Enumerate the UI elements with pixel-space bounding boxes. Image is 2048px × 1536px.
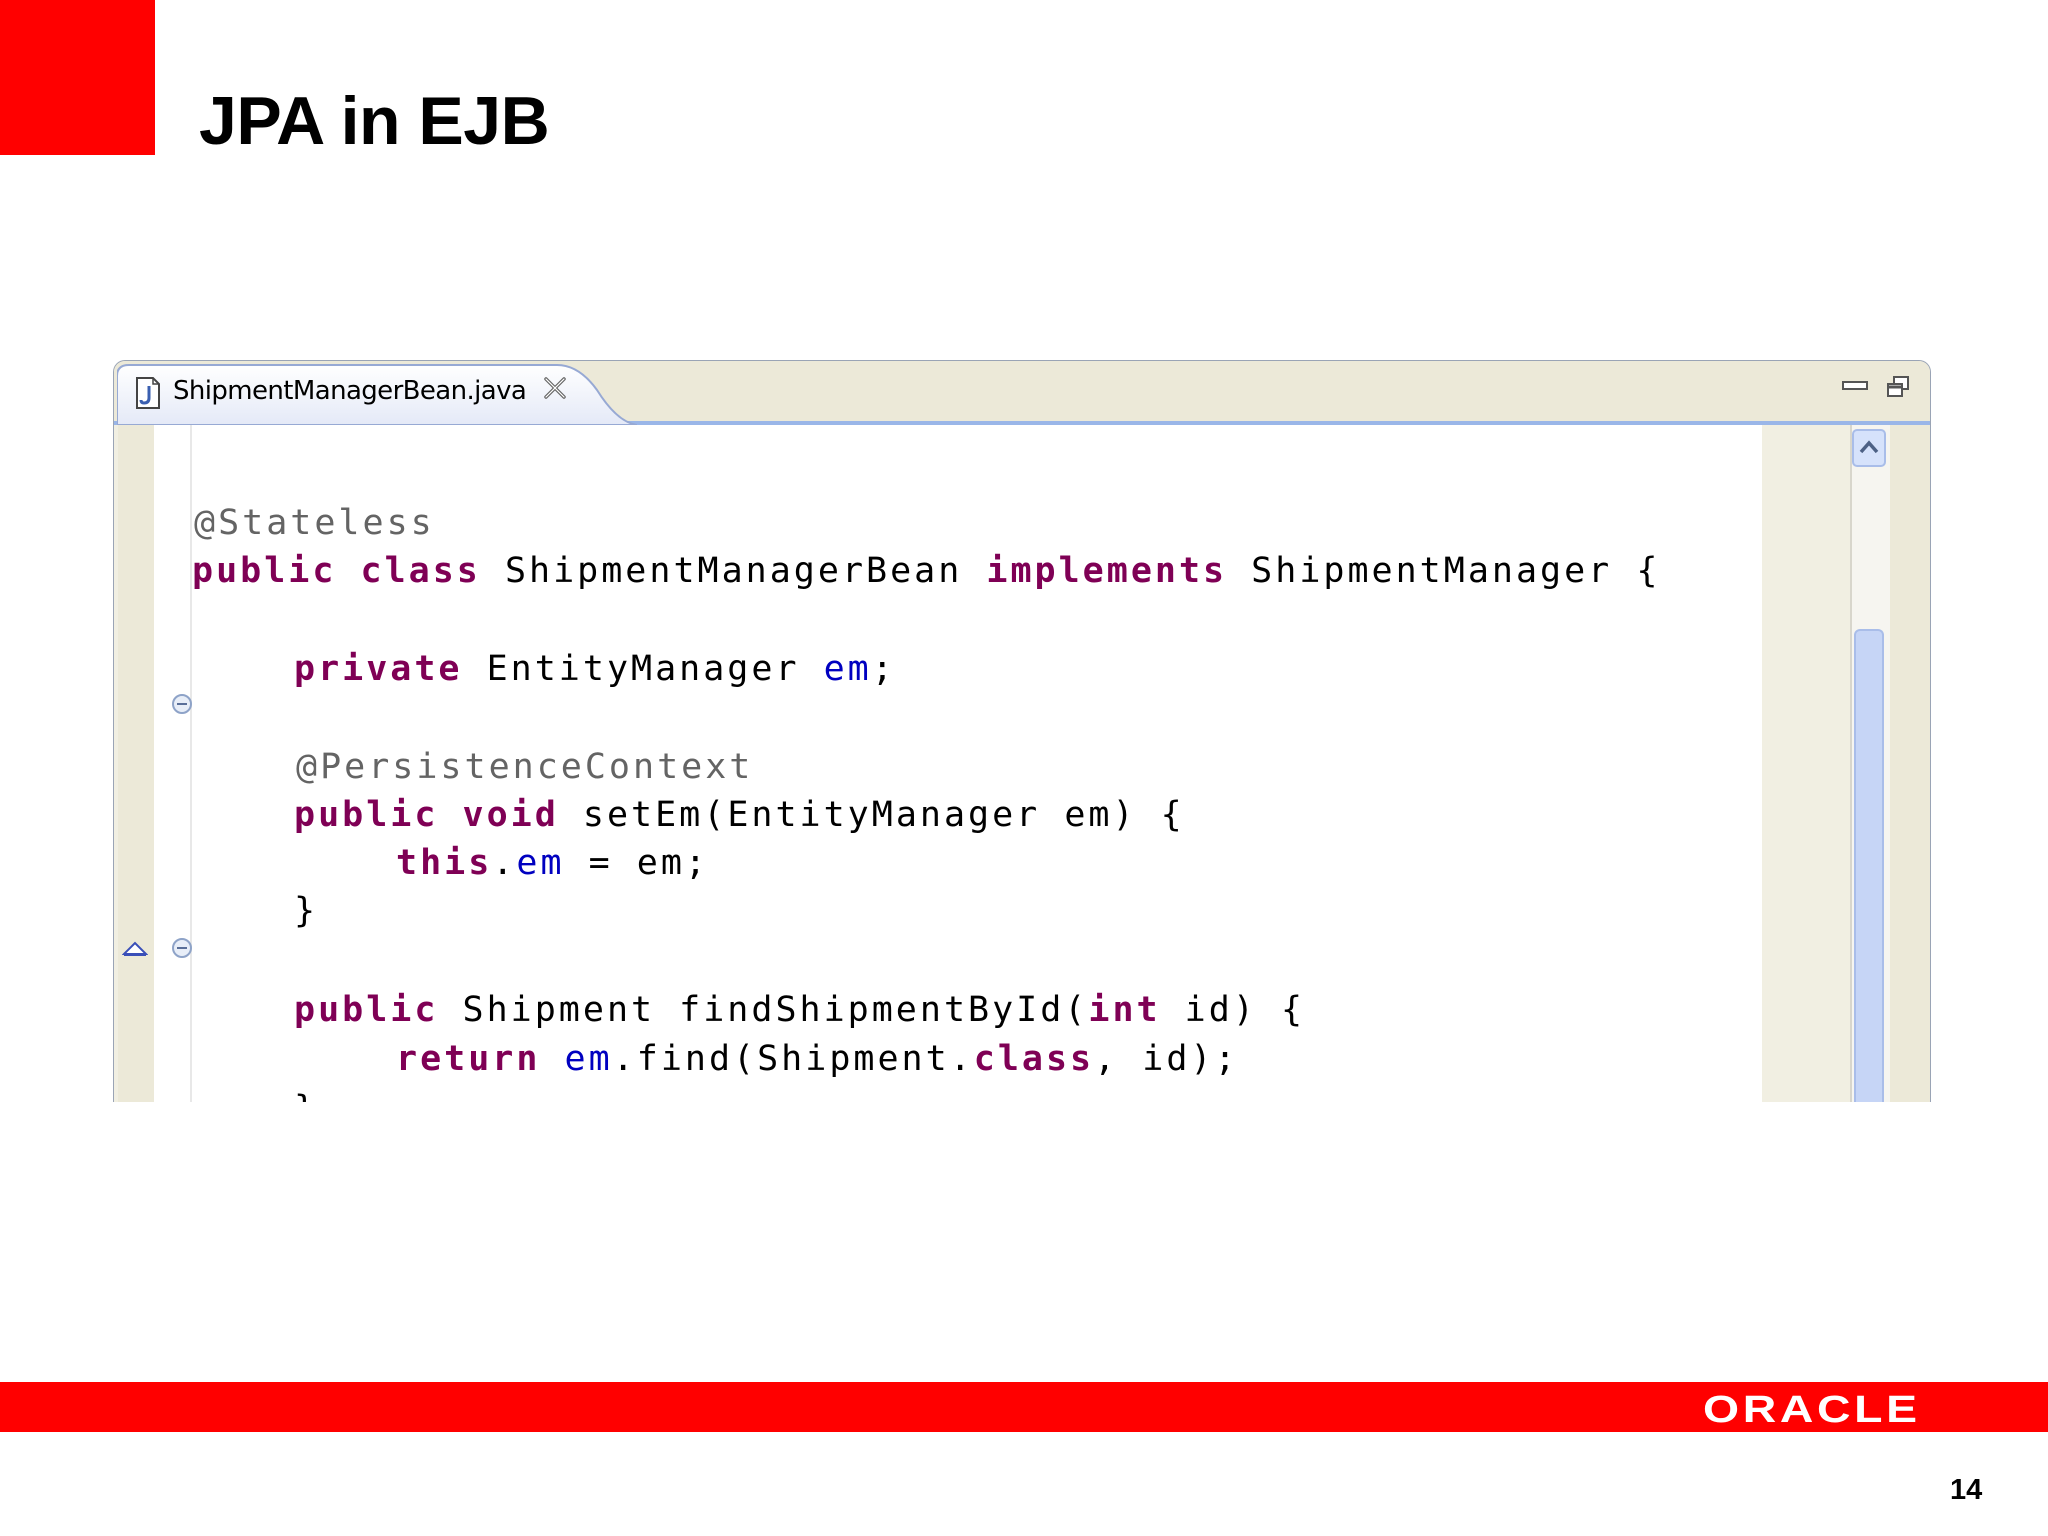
fold-collapse-icon[interactable] — [171, 693, 193, 715]
brand-red-block — [0, 0, 155, 155]
scroll-up-arrow-icon[interactable] — [1852, 429, 1886, 467]
folding-ruler — [154, 425, 192, 1102]
override-marker-icon[interactable] — [122, 939, 148, 957]
minimize-icon[interactable] — [1840, 373, 1870, 401]
scroll-thumb[interactable] — [1854, 629, 1884, 1102]
overview-ruler — [1890, 425, 1930, 1102]
footer-bar — [0, 1382, 2048, 1432]
fold-collapse-icon[interactable] — [171, 937, 193, 959]
page-number: 14 — [1950, 1474, 1983, 1506]
tab-shape — [117, 364, 637, 425]
code-line-4: private EntityManager em; — [294, 649, 896, 689]
code-line-2: public class ShipmentManagerBean impleme… — [192, 551, 1661, 591]
editor-tab-bar: ShipmentManagerBean.java — [114, 361, 1930, 425]
code-line-13: } — [294, 1089, 318, 1102]
code-line-11: public Shipment findShipmentById(int id)… — [294, 990, 1306, 1030]
maximize-icon[interactable] — [1884, 373, 1914, 401]
annotation-ruler — [118, 425, 154, 1102]
code-line-6: @PersistenceContext — [296, 747, 754, 787]
code-line-1: @Stateless — [194, 503, 435, 543]
oracle-logo: ORACLE — [1703, 1389, 1921, 1431]
java-file-icon — [136, 377, 160, 409]
code-line-9: } — [294, 891, 319, 931]
code-line-7: public void setEm(EntityManager em) { — [294, 795, 1185, 835]
code-area[interactable]: @Stateless public class ShipmentManagerB… — [192, 425, 1762, 1102]
close-icon[interactable] — [543, 376, 567, 400]
slide-title: JPA in EJB — [199, 83, 550, 159]
code-line-12: return em.find(Shipment.class, id); — [396, 1039, 1239, 1079]
code-line-8: this.em = em; — [396, 843, 709, 883]
editor-tab[interactable]: ShipmentManagerBean.java — [117, 364, 637, 425]
java-editor-window: ShipmentManagerBean.java @Stateless publ… — [113, 360, 1931, 1102]
tab-label: ShipmentManagerBean.java — [173, 376, 527, 406]
